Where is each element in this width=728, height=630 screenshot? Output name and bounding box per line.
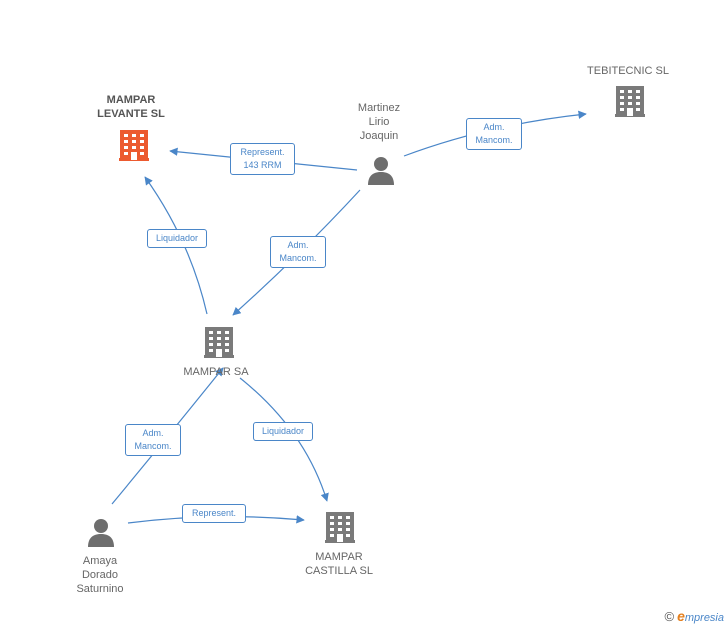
copyright-symbol: © [664, 609, 675, 624]
brand-name: mpresia [684, 612, 724, 624]
edge-label-martinez-levante: Represent. 143 RRM [230, 143, 295, 175]
empresia-logo[interactable]: ©empresia [664, 608, 724, 624]
edge-label-sa-castilla: Liquidador [253, 422, 313, 441]
node-label-mampar-castilla[interactable]: MAMPAR CASTILLA SL [305, 551, 373, 577]
edge-label-sa-levante: Liquidador [147, 229, 207, 248]
edge-label-martinez-sa: Adm. Mancom. [270, 236, 326, 268]
node-label-tebitecnic[interactable]: TEBITECNIC SL [587, 65, 669, 77]
person-icon[interactable] [87, 518, 115, 548]
building-icon[interactable] [325, 510, 355, 544]
edge-label-amaya-castilla: Represent. [182, 504, 246, 523]
building-icon[interactable] [204, 325, 234, 359]
brand-initial: e [677, 608, 685, 624]
edge-label-martinez-tebitecnic: Adm. Mancom. [466, 118, 522, 150]
edge-label-amaya-sa: Adm. Mancom. [125, 424, 181, 456]
node-label-amaya[interactable]: Amaya Dorado Saturnino [76, 555, 124, 595]
building-icon[interactable] [119, 128, 149, 162]
node-label-martinez[interactable]: Martinez Lirio Joaquin [357, 102, 401, 142]
node-label-mampar-levante[interactable]: MAMPAR LEVANTE SL [97, 94, 165, 120]
node-label-mampar-sa[interactable]: MAMPAR SA [183, 366, 249, 378]
person-icon[interactable] [367, 156, 395, 186]
building-icon[interactable] [615, 84, 645, 118]
